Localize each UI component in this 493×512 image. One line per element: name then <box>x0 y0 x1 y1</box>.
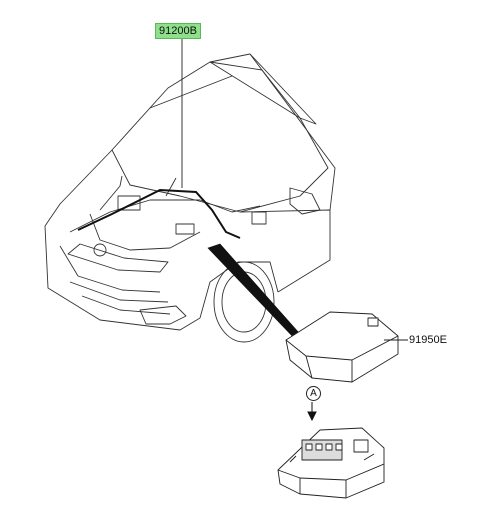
routing-arrow <box>207 243 301 341</box>
front-wheel <box>213 261 275 343</box>
fuse-box-base <box>277 427 385 499</box>
view-arrow <box>307 402 317 422</box>
brand-emblem <box>93 243 107 257</box>
callout-main-harness: 91200B <box>155 23 201 39</box>
view-marker-a: A <box>306 386 321 401</box>
headlight <box>139 305 187 325</box>
car-body <box>44 53 336 343</box>
grille <box>67 243 169 273</box>
side-mirror <box>289 187 321 215</box>
main-harness-line <box>77 188 241 239</box>
fuse-box-cover <box>285 311 399 383</box>
callout-fuse-box-cover: 91950E <box>409 334 447 346</box>
